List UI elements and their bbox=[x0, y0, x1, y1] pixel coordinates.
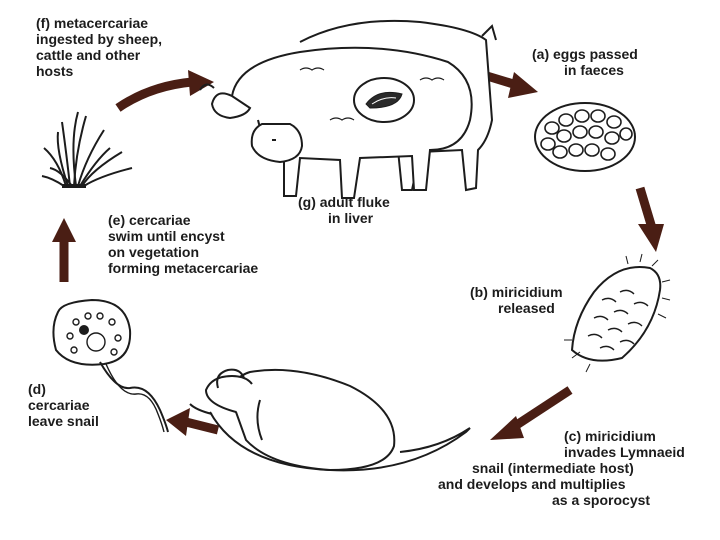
arrow-snail-to-cercariae bbox=[166, 408, 220, 436]
label-d-line-2: cercariae bbox=[28, 397, 90, 413]
arrow-f-to-sheep bbox=[115, 70, 214, 112]
label-g-line-2: in liver bbox=[328, 210, 374, 226]
label-f-line-2: ingested by sheep, bbox=[36, 31, 163, 47]
label-stage-b: (b) miricidium released bbox=[470, 284, 563, 316]
label-stage-d: (d) cercariae leave snail bbox=[28, 381, 99, 429]
label-c-line-4: and develops and multiplies bbox=[438, 476, 626, 492]
label-e-line-4: forming metacercariae bbox=[108, 260, 259, 276]
label-stage-c: (c) miricidium invades Lymnaeid snail (i… bbox=[438, 428, 685, 508]
label-a-line-1: (a) eggs passed bbox=[532, 46, 638, 62]
label-e-line-3: on vegetation bbox=[108, 244, 200, 260]
arrow-sheep-to-eggs bbox=[485, 71, 538, 98]
adult-fluke-icon bbox=[365, 91, 403, 109]
label-f-line-3: cattle and other bbox=[36, 47, 141, 63]
arrow-cercariae-to-grass bbox=[52, 218, 76, 282]
cycle-arrows bbox=[52, 70, 664, 440]
sheep-and-cattle-icon bbox=[199, 19, 497, 199]
label-b-line-2: released bbox=[498, 300, 555, 316]
label-stage-e: (e) cercariae swim until encyst on veget… bbox=[108, 212, 258, 276]
label-b-line-1: (b) miricidium bbox=[470, 284, 563, 300]
lymnaeid-snail-icon bbox=[189, 368, 471, 472]
label-stage-f: (f) metacercariae ingested by sheep, cat… bbox=[36, 15, 162, 79]
label-c-line-1: (c) miricidium bbox=[564, 428, 656, 444]
cercaria-icon bbox=[52, 298, 169, 433]
label-c-line-3: snail (intermediate host) bbox=[472, 460, 634, 476]
label-a-line-2: in faeces bbox=[564, 62, 624, 78]
arrow-miracidium-to-snail bbox=[490, 386, 573, 440]
label-c-line-2: invades Lymnaeid bbox=[564, 444, 685, 460]
grass-tuft-icon bbox=[41, 111, 133, 188]
label-c-line-5: as a sporocyst bbox=[552, 492, 651, 508]
label-stage-g: (g) adult fluke in liver bbox=[298, 194, 390, 226]
label-stage-a: (a) eggs passed in faeces bbox=[532, 46, 638, 78]
label-d-line-3: leave snail bbox=[28, 413, 99, 429]
label-e-line-2: swim until encyst bbox=[108, 228, 225, 244]
label-f-line-4: hosts bbox=[36, 63, 74, 79]
egg-cluster-icon bbox=[534, 102, 636, 172]
arrow-eggs-to-miracidium bbox=[635, 186, 664, 252]
label-d-line-1: (d) bbox=[28, 381, 46, 397]
label-e-line-1: (e) cercariae bbox=[108, 212, 191, 228]
label-g-line-1: (g) adult fluke bbox=[298, 194, 390, 210]
label-f-line-1: (f) metacercariae bbox=[36, 15, 149, 31]
miracidium-icon bbox=[564, 253, 671, 373]
